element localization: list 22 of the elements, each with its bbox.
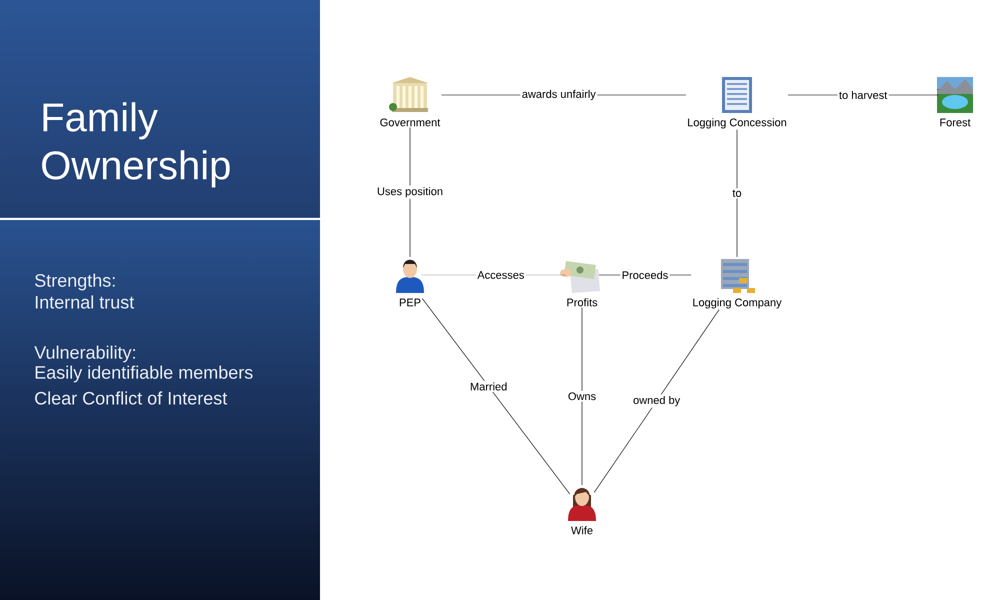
node-label: Logging Concession [688, 118, 786, 128]
panel-text: Clear Conflict of Interest [35, 391, 228, 405]
panel-text: Easily identifiable members [36, 366, 253, 382]
node-label: Forest [940, 118, 971, 126]
edge-label: Uses position [376, 186, 445, 199]
edge-label: awards unfairly [520, 88, 598, 102]
panel-text: Internal trust [36, 295, 134, 309]
edge-label: owned by [632, 394, 682, 408]
connector [422, 298, 570, 494]
node-label: Profits [567, 298, 598, 306]
edge-label: to [730, 188, 744, 198]
edge-label: Proceeds [620, 269, 670, 281]
edge-label: Accesses [476, 270, 526, 280]
connector [736, 129, 738, 258]
node-label: Government [380, 118, 440, 126]
panel-text: Vulnerability: [34, 346, 135, 362]
connector [594, 309, 720, 493]
node-label: PEP [400, 298, 420, 306]
panel-text: Strengths: [35, 274, 115, 290]
slide-title: Family Ownership [42, 102, 230, 188]
node-label: Logging Company [693, 298, 782, 308]
node-label: Wife [571, 526, 593, 534]
